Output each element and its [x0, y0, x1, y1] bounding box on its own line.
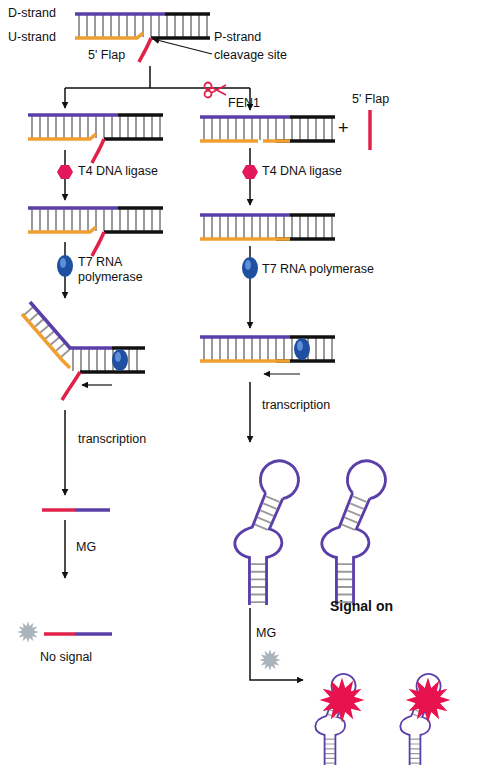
step-label: transcription [78, 432, 146, 447]
strand-label: U-strand [8, 30, 56, 45]
t7-polymerase [242, 257, 258, 279]
scissors [205, 83, 227, 98]
cleaved-duplex [200, 117, 335, 141]
chimeric-rna-flap [44, 632, 75, 636]
enzyme-label: T7 RNA polymerase [78, 255, 144, 285]
flow-arrow [249, 382, 251, 442]
dye-label: MG [256, 626, 276, 641]
substrate-duplex [75, 14, 210, 62]
dye-label: MG [76, 540, 96, 555]
annotation: cleavage site [214, 48, 287, 63]
transcribing-duplex [200, 337, 335, 361]
d-strand-end [112, 346, 145, 350]
t7-polymerase [112, 349, 128, 371]
u-strand [263, 139, 290, 143]
flow-arrow [64, 410, 66, 495]
base-pairs [72, 349, 143, 371]
transcription-direction [82, 384, 112, 385]
t7-polymerase [57, 255, 73, 277]
u-strand [200, 237, 290, 241]
step-label: transcription [262, 398, 330, 413]
t4-ligase [57, 165, 73, 179]
scissors-handle [205, 91, 212, 98]
mg-dye [259, 649, 281, 671]
fluorescence-burst [406, 678, 451, 723]
cleavage-pointer [153, 39, 212, 54]
flap-label: 5' Flap [88, 48, 125, 63]
result-label: No signal [40, 650, 92, 665]
u-strand [200, 359, 290, 363]
chimeric-rna-flap [42, 508, 75, 512]
fluorescence-burst [320, 678, 365, 723]
mg-aptamer [235, 461, 299, 605]
p-strand [80, 370, 145, 374]
split-line [65, 66, 250, 88]
flap-strand [62, 372, 80, 400]
chimeric-rna [75, 632, 112, 636]
transcription-direction [264, 373, 300, 374]
enzyme-label: T4 DNA ligase [262, 164, 342, 179]
t7-polymerase [294, 338, 310, 360]
mg-dye [17, 621, 39, 643]
d-strand [30, 302, 112, 348]
chimeric-rna [75, 508, 110, 512]
plus-sign: + [338, 118, 349, 139]
flow-arrow [64, 88, 66, 108]
enzyme-label: T7 RNA polymerase [262, 262, 374, 277]
strand-label: P-strand [214, 30, 261, 45]
flap-label: 5' Flap [352, 92, 389, 107]
flow-arrow [64, 520, 66, 578]
flow-arrow [250, 608, 303, 680]
enzyme-label: T4 DNA ligase [78, 164, 158, 179]
u-strand [22, 314, 70, 368]
uncleaved-duplex [28, 115, 163, 163]
enzyme-label: FEN1 [228, 96, 260, 111]
t4-ligase [242, 165, 258, 179]
u-strand [200, 139, 258, 143]
released-flap [368, 110, 372, 150]
mg-aptamer [322, 461, 386, 605]
scissors-handle [205, 83, 212, 90]
scissors-blade [211, 85, 226, 95]
ligated-duplex [200, 215, 335, 239]
result-label: Signal on [330, 598, 393, 615]
strand-label: D-strand [8, 6, 56, 21]
unligated-duplex [28, 208, 163, 256]
base-pairs [26, 308, 66, 354]
